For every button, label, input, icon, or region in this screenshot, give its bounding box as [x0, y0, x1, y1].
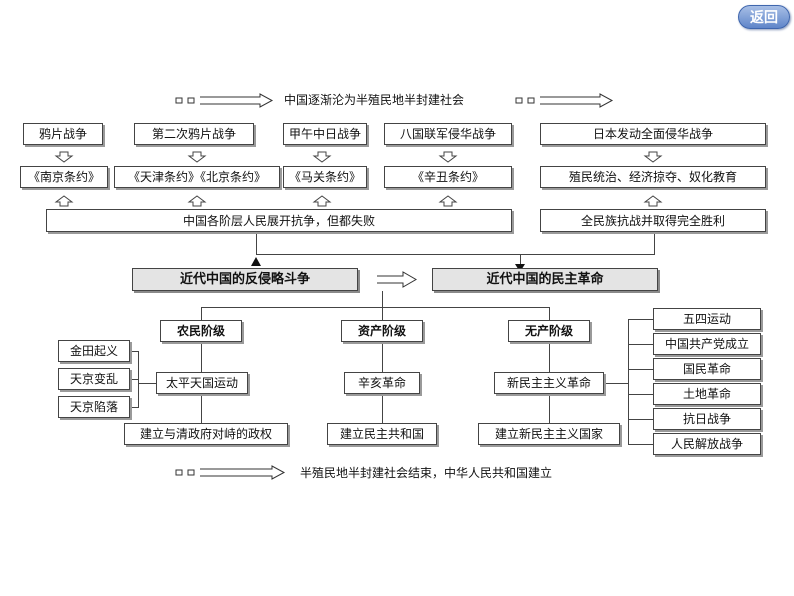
- war-japan-full-invasion: 日本发动全面侵华战争: [540, 123, 766, 145]
- back-button[interactable]: 返回: [738, 5, 790, 29]
- treaty-boxer: 《辛丑条约》: [384, 166, 512, 188]
- stage-ccp-founding: 中国共产党成立: [653, 333, 761, 355]
- class-proletariat: 无产阶级: [508, 320, 590, 342]
- stage-may-fourth: 五四运动: [653, 308, 761, 330]
- result-taiping-regime: 建立与清政府对峙的政权: [124, 423, 288, 445]
- event-tianjing-fall: 天京陷落: [58, 396, 130, 418]
- resistance-victory: 全民族抗战并取得完全胜利: [540, 209, 766, 232]
- class-bourgeoisie: 资产阶级: [341, 320, 423, 342]
- up-triangle-icon: [251, 257, 261, 266]
- stage-national-revolution: 国民革命: [653, 358, 761, 380]
- war-opium: 鸦片战争: [23, 123, 103, 145]
- header-democratic-revolution: 近代中国的民主革命: [432, 268, 658, 291]
- stage-anti-japanese-war: 抗日战争: [653, 408, 761, 430]
- stage-land-revolution: 土地革命: [653, 383, 761, 405]
- war-sino-japanese: 甲午中日战争: [283, 123, 367, 145]
- bottom-flow-text: 半殖民地半封建社会结束，中华人民共和国建立: [300, 466, 553, 480]
- treaty-nanjing: 《南京条约》: [20, 166, 108, 188]
- treaty-shimonoseki: 《马关条约》: [283, 166, 367, 188]
- movement-new-democratic: 新民主主义革命: [494, 372, 604, 394]
- transition-arrow: [377, 271, 418, 288]
- event-jintian-uprising: 金田起义: [58, 340, 130, 362]
- stage-liberation-war: 人民解放战争: [653, 433, 761, 455]
- movement-xinhai: 辛亥革命: [344, 372, 420, 394]
- movement-taiping: 太平天国运动: [156, 372, 248, 394]
- resistance-failed: 中国各阶层人民展开抗争，但都失败: [46, 209, 512, 232]
- war-second-opium: 第二次鸦片战争: [134, 123, 254, 145]
- class-peasant: 农民阶级: [160, 320, 242, 342]
- header-anti-aggression: 近代中国的反侵略斗争: [132, 268, 358, 291]
- bottom-flow-arrow: [175, 465, 286, 480]
- result-new-democratic-state: 建立新民主主义国家: [478, 423, 620, 445]
- japan-colonial-rule: 殖民统治、经济掠夺、奴化教育: [540, 166, 766, 188]
- war-eight-nation: 八国联军侵华战争: [384, 123, 512, 145]
- event-tianjing-incident: 天京变乱: [58, 368, 130, 390]
- treaty-tianjin-beijing: 《天津条约》《北京条约》: [114, 166, 280, 188]
- result-republic: 建立民主共和国: [327, 423, 437, 445]
- top-flow-text: 中国逐渐沦为半殖民地半封建社会: [284, 93, 465, 107]
